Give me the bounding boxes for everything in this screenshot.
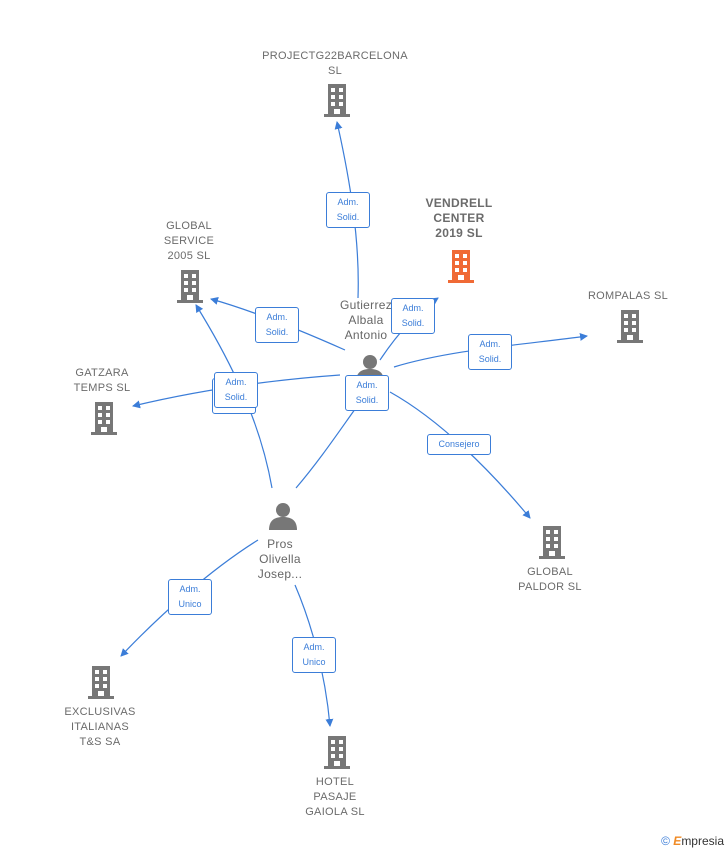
edge-label-adm-solid[interactable]: Adm. Solid. [345, 375, 389, 411]
node-label-pros[interactable]: Pros Olivella Josep... [240, 537, 320, 582]
edge-label-adm-solid[interactable]: Adm. Solid. [391, 298, 435, 334]
node-label-gatzara[interactable]: GATZARA TEMPS SL [52, 366, 152, 396]
edge-label-adm-solid[interactable]: Adm. Solid. [255, 307, 299, 343]
node-label-vendrell[interactable]: VENDRELL CENTER 2019 SL [400, 196, 518, 241]
node-label-rompalas[interactable]: ROMPALAS SL [570, 289, 686, 304]
node-label-line: Pros [267, 537, 293, 551]
node-label-gutierrez[interactable]: Gutierrez Albala Antonio [326, 298, 406, 343]
node-label-line: Albala [348, 313, 384, 327]
node-label-line: CENTER [433, 211, 485, 225]
node-label-line: Olivella [259, 552, 301, 566]
brand-name: mpresia [681, 834, 724, 848]
node-label-line: Antonio [344, 328, 388, 342]
brand-initial: E [673, 834, 682, 848]
building-icon-exclusivas[interactable] [88, 666, 114, 699]
building-icon-hotel[interactable] [324, 736, 350, 769]
node-label-line: PALDOR SL [518, 581, 582, 593]
node-label-line: SERVICE [163, 235, 215, 247]
building-icon-global-paldor[interactable] [539, 526, 565, 559]
node-label-line: T&S SA [79, 736, 121, 748]
edge-gutierrez-global-paldor [389, 391, 531, 519]
building-icon-projectg22[interactable] [322, 84, 352, 118]
node-label-line: Josep... [257, 567, 303, 581]
node-label-line: TEMPS SL [73, 382, 131, 394]
edge-label-adm-unico[interactable]: Adm. Unico [168, 579, 212, 615]
node-label-line: ITALIANAS [70, 721, 130, 733]
node-label-line: GLOBAL [166, 220, 212, 232]
copyright-icon: © [661, 834, 670, 848]
node-label-exclusivas[interactable]: EXCLUSIVAS ITALIANAS T&S SA [50, 705, 150, 750]
brand-logo: © Empresia [661, 834, 724, 848]
person-icon-pros[interactable] [269, 503, 297, 530]
edge-label-consejero[interactable]: Consejero [427, 434, 491, 455]
node-label-line: 2019 SL [435, 226, 483, 240]
node-label-projectg22[interactable]: PROJECTG22BARCELONA SL [250, 49, 420, 79]
node-label-line: PROJECTG22BARCELONA [262, 50, 408, 62]
node-label-line: 2005 SL [167, 250, 211, 262]
edge-label-adm-unico[interactable]: Adm. Unico [292, 637, 336, 673]
node-label-line: VENDRELL [425, 196, 493, 210]
node-label-line: GAIOLA SL [305, 806, 365, 818]
building-icon-vendrell[interactable] [448, 250, 474, 283]
node-label-global-service[interactable]: GLOBAL SERVICE 2005 SL [140, 219, 238, 264]
edge-pros-gutierrez [295, 404, 359, 489]
node-label-line: EXCLUSIVAS [64, 706, 136, 718]
edge-label-adm-solid[interactable]: Adm. Solid. [214, 372, 258, 408]
edge-label-adm-solid[interactable]: Adm. Solid. [468, 334, 512, 370]
building-icon-global-service[interactable] [177, 270, 203, 303]
node-label-global-paldor[interactable]: GLOBAL PALDOR SL [500, 565, 600, 595]
node-label-hotel[interactable]: HOTEL PASAJE GAIOLA SL [285, 775, 385, 820]
node-label-line: ROMPALAS SL [587, 290, 669, 302]
building-icon-rompalas[interactable] [617, 310, 643, 343]
edge-label-adm-solid[interactable]: Adm. Solid. [326, 192, 370, 228]
node-label-line: Gutierrez [339, 298, 393, 312]
node-label-line: SL [327, 65, 343, 77]
node-label-line: GLOBAL [527, 566, 573, 578]
node-label-line: GATZARA [75, 367, 129, 379]
node-label-line: HOTEL [315, 776, 355, 788]
node-label-line: PASAJE [313, 791, 357, 803]
building-icon-gatzara[interactable] [91, 402, 117, 435]
